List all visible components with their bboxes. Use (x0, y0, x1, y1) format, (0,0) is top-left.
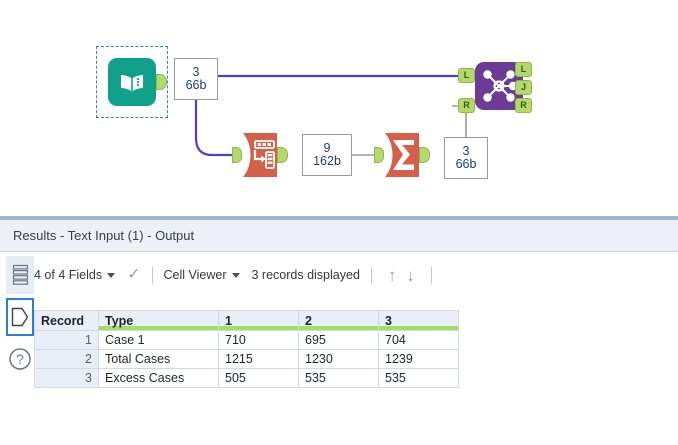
cell-type[interactable]: Case 1 (98, 330, 219, 350)
record-count-value: 3 (462, 143, 470, 158)
results-panel: Results - Text Input (1) - Output ? (0, 216, 678, 445)
toolbar-divider (151, 266, 153, 284)
book-icon (121, 75, 143, 92)
summarize-input-anchor[interactable] (374, 147, 384, 163)
transpose-record-count: 9 162b (302, 134, 352, 176)
chevron-down-icon[interactable] (231, 272, 240, 278)
record-status-label: 3 records displayed (251, 268, 360, 282)
results-title-text: Results - Text Input (1) - Output (13, 228, 195, 243)
results-table[interactable]: Record Type 1 2 3 1 Case 1 710 695 704 2… (34, 310, 459, 388)
cell-type[interactable]: Excess Cases (98, 368, 219, 388)
workflow-canvas[interactable]: 3 66b 9 162b 3 (0, 0, 678, 216)
metadata-tag-icon-button[interactable] (6, 298, 34, 336)
text-input-output-anchor[interactable] (156, 74, 167, 90)
text-input-icon[interactable] (108, 58, 156, 106)
join-output-right-label: R (520, 100, 527, 110)
results-icon-rail: ? (6, 256, 34, 396)
data-grid-icon (12, 264, 28, 285)
table-row[interactable]: 3 Excess Cases 505 535 535 (34, 368, 459, 388)
cell-record: 1 (34, 330, 99, 350)
toolbar-divider (430, 266, 432, 284)
cell-record: 3 (34, 368, 99, 388)
join-network-icon (483, 70, 518, 102)
summarize-output-anchor[interactable] (419, 147, 430, 163)
join-output-anchor-right[interactable]: R (515, 98, 532, 113)
sigma-icon[interactable] (383, 131, 431, 179)
toolbar-divider (370, 266, 372, 284)
record-count-value: 9 (323, 140, 331, 155)
table-header-row: Record Type 1 2 3 (34, 310, 459, 331)
view-mode-selector[interactable]: Cell Viewer (164, 268, 240, 282)
column-header-type[interactable]: Type (98, 310, 219, 331)
chevron-down-icon[interactable] (107, 272, 116, 278)
transpose-icon[interactable] (241, 131, 289, 179)
nav-up-button[interactable]: ↑ (387, 265, 397, 285)
nav-down-button[interactable]: ↓ (406, 265, 415, 285)
connection-textinput-to-transpose[interactable] (194, 100, 236, 157)
text-input-selection-box (96, 46, 168, 118)
data-grid-icon-button[interactable] (6, 256, 34, 294)
connection-lines (194, 74, 467, 157)
column-header-2[interactable]: 2 (298, 310, 379, 331)
join-input-anchor-right[interactable]: R (458, 98, 475, 113)
column-header-record[interactable]: Record (34, 310, 99, 331)
text-input-record-count: 3 66b (174, 58, 218, 100)
help-question-icon-button[interactable]: ? (6, 340, 34, 378)
metadata-tag-icon (11, 307, 29, 327)
cell-col3[interactable]: 1239 (378, 349, 459, 369)
svg-text:?: ? (16, 351, 24, 367)
table-row[interactable]: 2 Total Cases 1215 1230 1239 (34, 349, 459, 369)
cell-col3[interactable]: 704 (378, 330, 459, 350)
results-toolbar: 4 of 4 Fields ✓ Cell Viewer 3 records di… (34, 260, 674, 290)
results-panel-title-bar[interactable]: Results - Text Input (1) - Output (0, 220, 678, 252)
record-size-value: 162b (313, 154, 341, 168)
join-input-anchor-left[interactable]: L (458, 68, 475, 83)
transpose-input-anchor[interactable] (232, 147, 242, 163)
cell-record: 2 (34, 349, 99, 369)
join-input-right-label: R (463, 100, 470, 110)
cell-col2[interactable]: 1230 (298, 349, 379, 369)
fields-selector[interactable]: 4 of 4 Fields (34, 268, 116, 282)
cell-col1[interactable]: 1215 (218, 349, 299, 369)
join-output-left-label: L (520, 64, 527, 74)
fields-label: 4 of 4 Fields (34, 268, 103, 282)
join-output-join-label: J (520, 82, 526, 92)
check-icon[interactable]: ✓ (127, 266, 141, 283)
join-input-left-label: L (463, 70, 470, 80)
help-question-icon: ? (9, 348, 31, 370)
cell-col2[interactable]: 695 (298, 330, 379, 350)
record-size-value: 66b (455, 157, 477, 171)
record-size-value: 66b (185, 78, 207, 92)
cell-col3[interactable]: 535 (378, 368, 459, 388)
column-header-3[interactable]: 3 (378, 310, 459, 331)
cell-col1[interactable]: 710 (218, 330, 299, 350)
view-mode-label: Cell Viewer (163, 268, 227, 282)
join-output-anchor-left[interactable]: L (515, 62, 532, 77)
column-header-1[interactable]: 1 (218, 310, 299, 331)
summarize-record-count: 3 66b (444, 137, 488, 179)
cell-col1[interactable]: 505 (218, 368, 299, 388)
transpose-output-anchor[interactable] (277, 147, 288, 163)
record-count-value: 3 (192, 64, 200, 79)
results-panel-top-border (0, 216, 678, 220)
cell-type[interactable]: Total Cases (98, 349, 219, 369)
cell-col2[interactable]: 535 (298, 368, 379, 388)
table-row[interactable]: 1 Case 1 710 695 704 (34, 330, 459, 350)
join-output-anchor-join[interactable]: J (515, 80, 532, 95)
